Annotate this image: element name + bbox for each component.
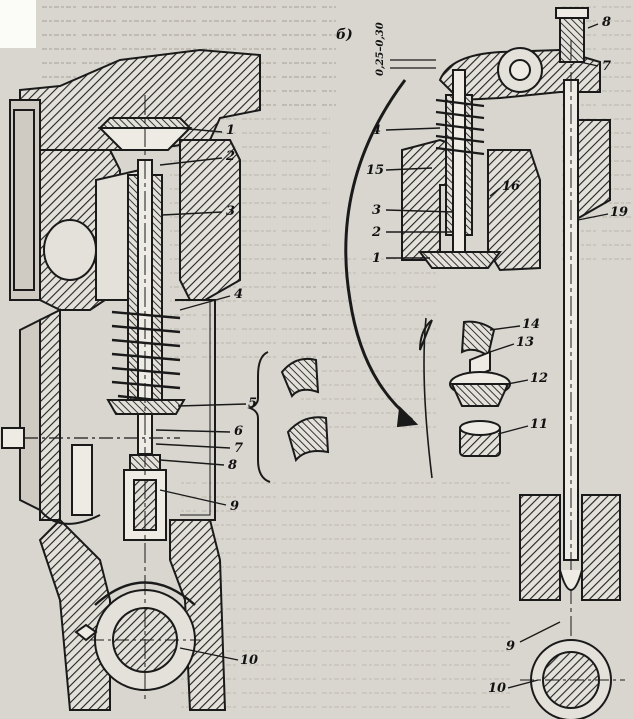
callout-right-2: 2 — [372, 225, 382, 240]
callout-left-7: 7 — [234, 441, 244, 456]
panel-b-label: б) — [336, 27, 353, 43]
callout-right-19: 19 — [610, 205, 629, 220]
callout-left-1: 1 — [226, 123, 236, 138]
callout-right-4: 4 — [372, 123, 382, 138]
callout-right-9: 9 — [506, 639, 516, 654]
callout-left-6: 6 — [234, 424, 244, 439]
callout-left-4: 4 — [234, 287, 244, 302]
callout-right-16: 16 — [502, 179, 521, 194]
callout-right-12: 12 — [530, 371, 549, 386]
callout-left-8: 8 — [228, 458, 238, 473]
collet-detail — [247, 351, 330, 483]
callout-left-2: 2 — [226, 149, 236, 164]
paper-corner — [0, 0, 36, 48]
exploded-parts — [419, 317, 511, 479]
callout-right-11: 11 — [530, 417, 549, 432]
right-assembly — [344, 7, 625, 719]
callout-right-14: 14 — [522, 317, 541, 332]
callout-left-9: 9 — [230, 499, 240, 514]
callout-right-7: 7 — [602, 59, 612, 74]
callout-right-8: 8 — [602, 15, 612, 30]
callout-right-3: 3 — [372, 203, 382, 218]
clearance-dimension-label: 0,25–0,30 — [375, 22, 386, 76]
callout-right-13: 13 — [516, 335, 535, 350]
callout-left-5: 5 — [248, 396, 258, 411]
right-callout-leaders — [385, 23, 609, 689]
callout-right-1: 1 — [372, 251, 382, 266]
left-callout-leaders — [155, 127, 247, 661]
callout-right-15: 15 — [366, 163, 385, 178]
left-assembly — [1, 48, 261, 711]
callout-left-10: 10 — [240, 653, 259, 668]
callout-right-10: 10 — [488, 681, 507, 696]
callout-left-3: 3 — [226, 204, 236, 219]
